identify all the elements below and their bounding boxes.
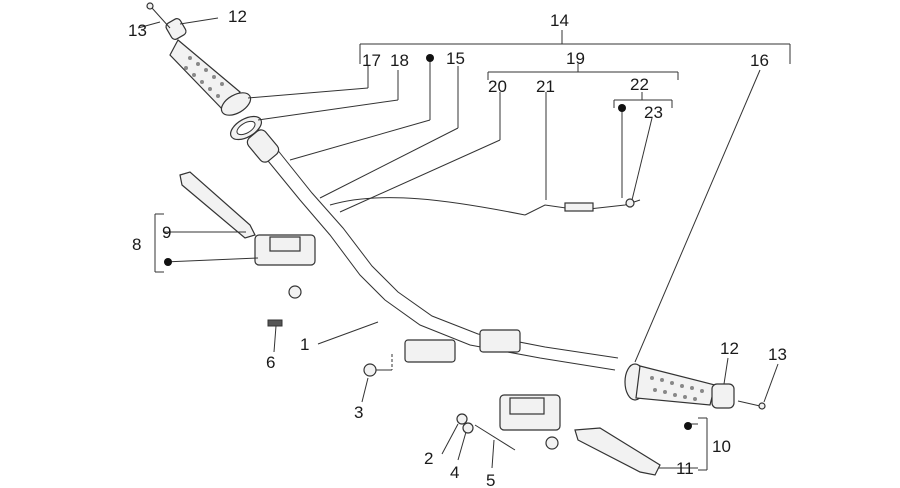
callout-22: 22 xyxy=(630,75,649,94)
callout-18: 18 xyxy=(390,51,409,70)
callout-labels: 13 12 14 17 18 15 19 16 20 21 22 23 9 8 … xyxy=(128,7,787,488)
callout-19: 19 xyxy=(566,49,585,68)
callout-17: 17 xyxy=(362,51,381,70)
callout-8: 8 xyxy=(132,235,141,254)
callout-21: 21 xyxy=(536,77,555,96)
callout-14: 14 xyxy=(550,11,569,30)
callout-12-top: 12 xyxy=(228,7,247,26)
callout-4: 4 xyxy=(450,463,459,482)
callout-23: 23 xyxy=(644,103,663,122)
callout-20: 20 xyxy=(488,77,507,96)
callout-16: 16 xyxy=(750,51,769,70)
callout-12-right: 12 xyxy=(720,339,739,358)
callout-11: 11 xyxy=(676,459,694,478)
callout-3: 3 xyxy=(354,403,363,422)
callout-2: 2 xyxy=(424,449,433,468)
callout-10: 10 xyxy=(712,437,731,456)
reference-dots xyxy=(164,54,692,430)
callout-9: 9 xyxy=(162,223,171,242)
callout-1: 1 xyxy=(300,335,309,354)
handlebar-tube xyxy=(246,129,619,371)
left-lever-assembly xyxy=(179,171,316,327)
clamp-hardware xyxy=(363,329,521,451)
callout-15: 15 xyxy=(446,49,465,68)
callout-13-top: 13 xyxy=(128,21,147,40)
callout-5: 5 xyxy=(486,471,495,488)
left-grip xyxy=(146,2,262,141)
callout-6: 6 xyxy=(266,353,275,372)
callout-13-right: 13 xyxy=(768,345,787,364)
right-grip xyxy=(624,363,766,410)
throttle-cable xyxy=(329,197,641,216)
reference-brackets xyxy=(137,17,791,471)
right-lever-assembly xyxy=(499,394,661,476)
